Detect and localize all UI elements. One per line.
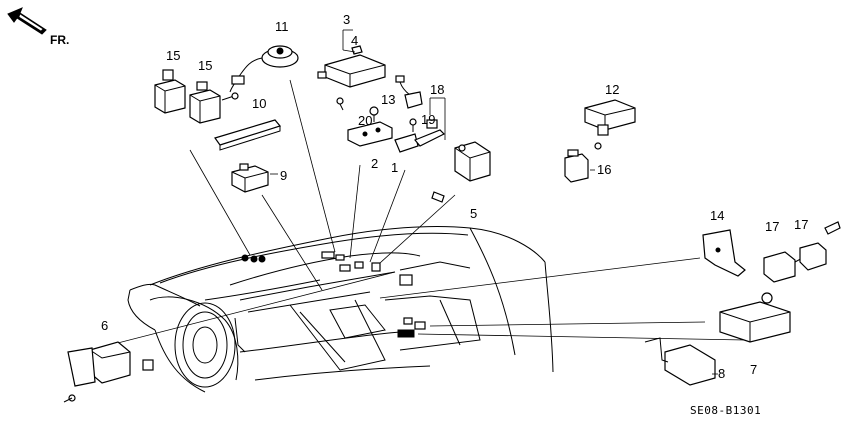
callout-4: 4 <box>351 33 358 48</box>
car-body-outline <box>127 225 554 393</box>
callout-12: 12 <box>605 82 619 97</box>
callout-9: 9 <box>280 168 287 183</box>
part-8-unit <box>644 337 716 386</box>
part-3-control-unit <box>317 54 386 88</box>
part-11-connector-unit <box>229 45 299 93</box>
callout-6: 6 <box>101 318 108 333</box>
callout-1: 1 <box>391 160 398 175</box>
callout-17-left: 17 <box>765 219 779 234</box>
callout-17-right: 17 <box>794 217 808 232</box>
part-16-relay <box>564 149 589 183</box>
callout-15-left: 15 <box>166 48 180 63</box>
part-20-screw <box>369 106 379 122</box>
callout-13: 13 <box>381 92 395 107</box>
callout-3: 3 <box>343 12 350 27</box>
callout-19: 19 <box>421 112 435 127</box>
callout-20: 20 <box>358 113 372 128</box>
part-10-strip <box>214 119 282 151</box>
part-6-bracket-unit <box>63 341 154 403</box>
diagram-code: SE08-B1301 <box>690 404 761 417</box>
front-direction-label: FR. <box>50 33 69 47</box>
callout-16: 16 <box>597 162 611 177</box>
part-5-bolt <box>431 191 445 203</box>
callout-14: 14 <box>710 208 724 223</box>
part-15-relay-left <box>154 69 186 114</box>
part-17-relay-right <box>799 242 827 271</box>
callout-ticks <box>270 29 718 375</box>
part-15-relay-right <box>189 81 221 124</box>
part-19-screw <box>409 118 417 132</box>
part-9-switch <box>231 163 269 193</box>
part-screw-small <box>221 92 239 101</box>
callout-8: 8 <box>718 366 725 381</box>
leader-lines <box>109 79 746 346</box>
part-1-harness-clip <box>394 119 446 153</box>
callout-5: 5 <box>470 206 477 221</box>
callout-2: 2 <box>371 156 378 171</box>
callout-18: 18 <box>430 82 444 97</box>
part-7-control-module <box>719 292 791 343</box>
callout-labels: 11 3 4 15 15 10 13 18 20 19 2 1 9 5 12 1… <box>101 12 808 381</box>
part-13-sensor <box>395 75 423 109</box>
part-14-bracket <box>702 229 746 277</box>
part-2-bracket <box>347 121 393 147</box>
part-12-unit <box>584 99 636 150</box>
callout-15-right: 15 <box>198 58 212 73</box>
part-bolt-small <box>336 97 344 111</box>
front-direction-arrow-icon <box>7 7 47 35</box>
part-5-module <box>454 141 491 182</box>
callout-7: 7 <box>750 362 757 377</box>
part-17-screw <box>824 221 841 235</box>
callout-11: 11 <box>275 19 289 34</box>
callout-10: 10 <box>252 96 266 111</box>
